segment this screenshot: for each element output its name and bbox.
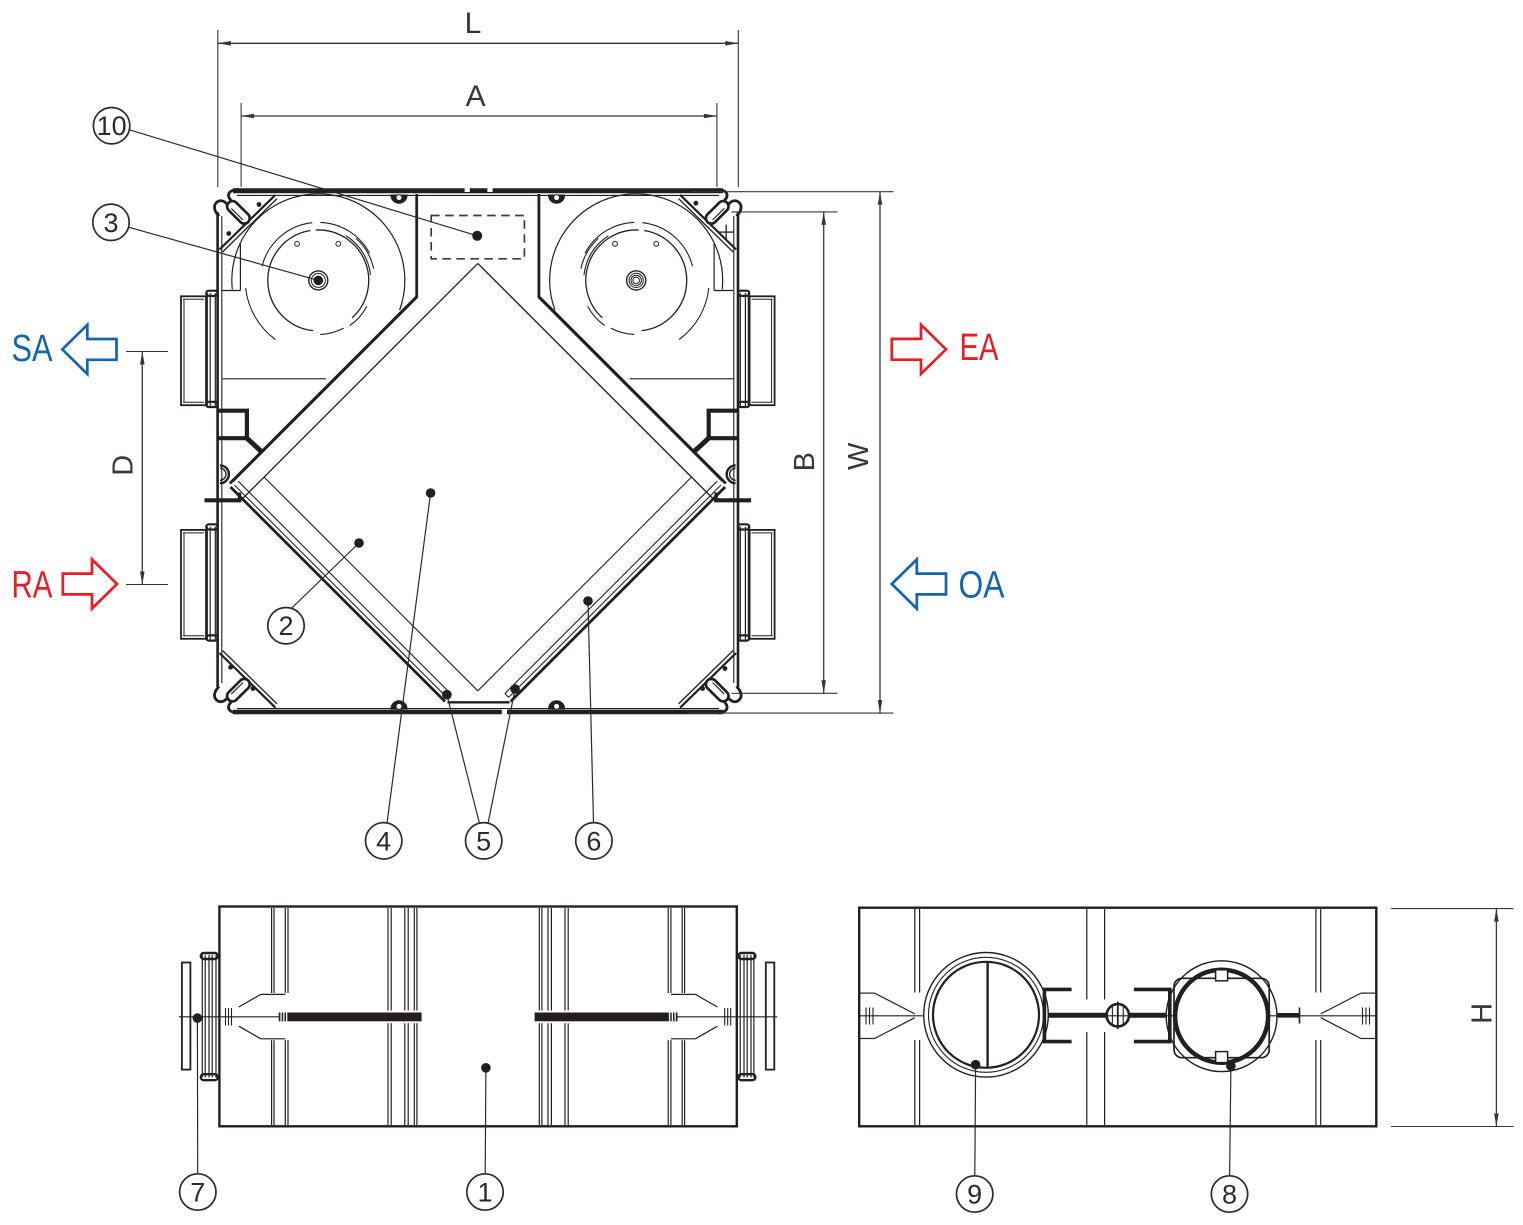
svg-text:EA: EA [960, 327, 999, 369]
svg-text:6: 6 [586, 826, 601, 856]
svg-text:10: 10 [97, 111, 127, 141]
svg-text:D: D [107, 455, 139, 476]
svg-text:2: 2 [278, 611, 293, 641]
svg-text:7: 7 [190, 1178, 205, 1208]
svg-text:1: 1 [477, 1178, 492, 1208]
svg-text:L: L [465, 7, 482, 40]
svg-text:SA: SA [12, 328, 54, 370]
svg-text:B: B [789, 452, 821, 471]
svg-text:5: 5 [476, 826, 491, 856]
svg-text:3: 3 [103, 208, 118, 238]
svg-text:OA: OA [959, 565, 1006, 607]
svg-text:RA: RA [12, 565, 54, 607]
svg-text:W: W [843, 442, 875, 470]
svg-text:8: 8 [1222, 1180, 1237, 1210]
svg-text:9: 9 [967, 1180, 982, 1210]
svg-text:A: A [466, 80, 486, 113]
svg-text:4: 4 [376, 826, 391, 856]
svg-text:H: H [1466, 1003, 1498, 1024]
